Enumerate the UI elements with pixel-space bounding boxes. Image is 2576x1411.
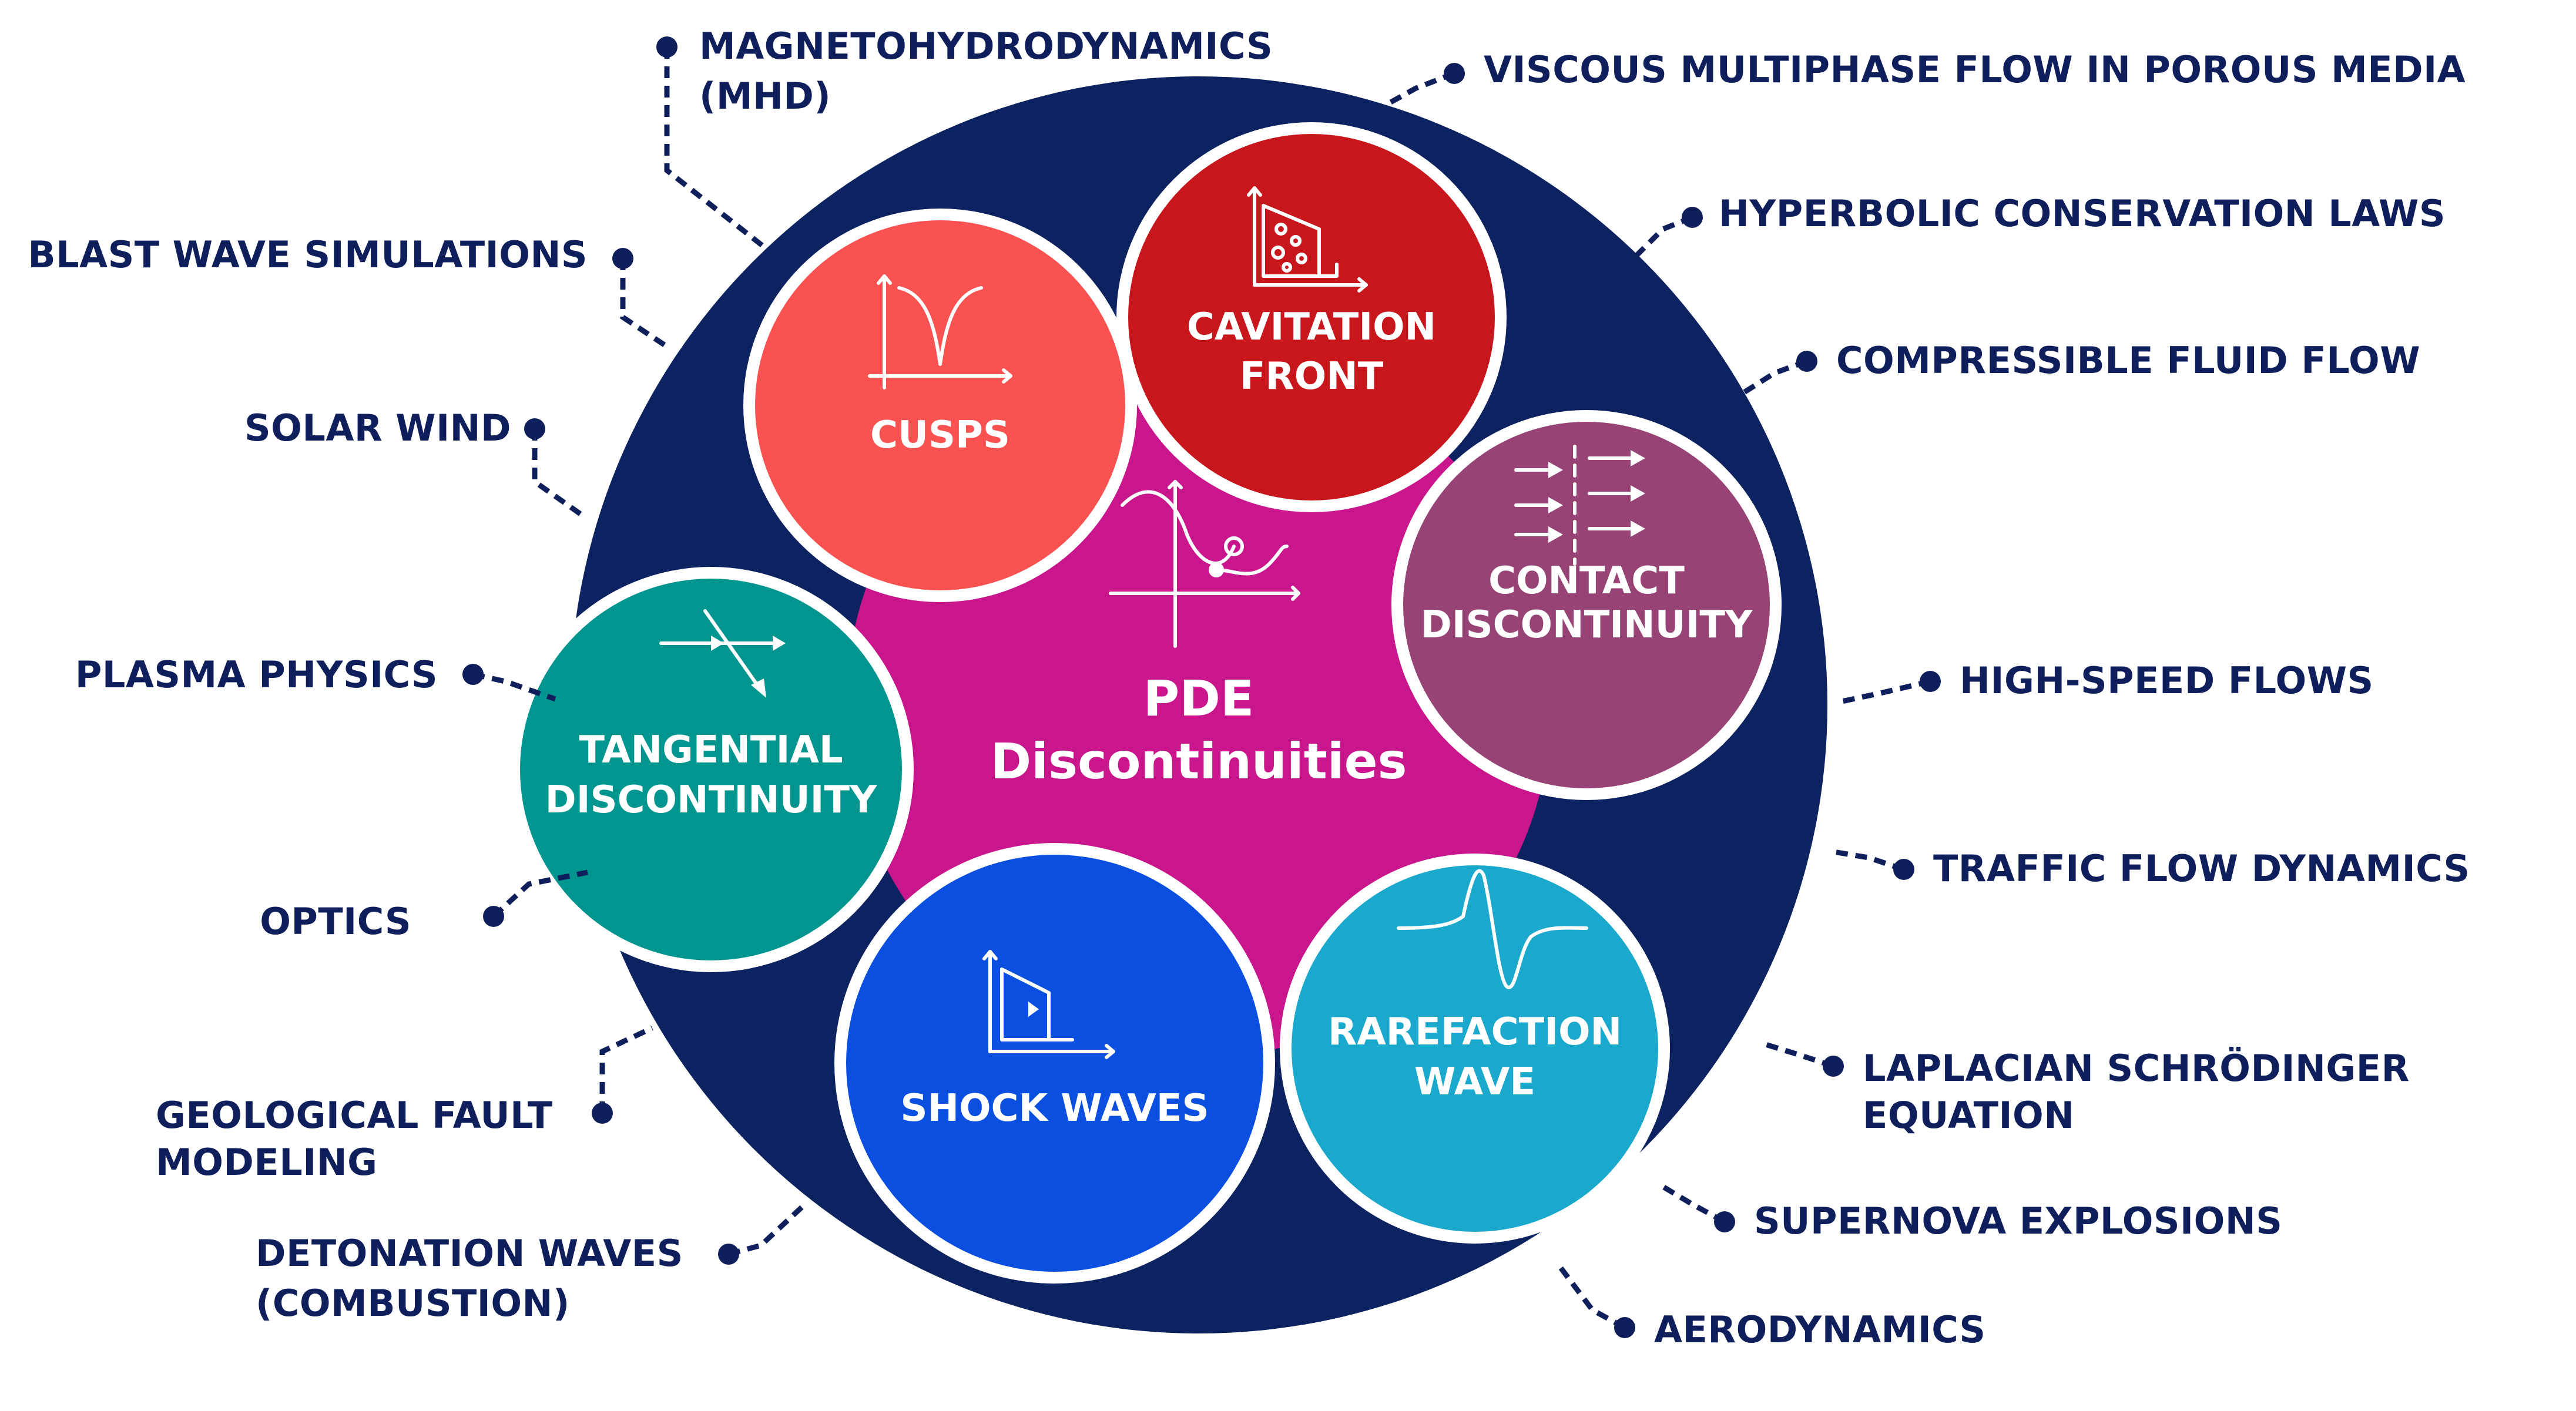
- application-label-line: EQUATION: [1863, 1094, 2075, 1137]
- leader-dot: [1920, 671, 1941, 692]
- leader-dot: [462, 664, 484, 685]
- application-label-line: HYPERBOLIC CONSERVATION LAWS: [1719, 192, 2446, 235]
- topic-label-line: TANGENTIAL: [579, 728, 843, 772]
- center-title-line1: PDE: [1143, 670, 1255, 727]
- application-item: VISCOUS MULTIPHASE FLOW IN POROUS MEDIA: [1388, 48, 2466, 105]
- application-label-line: COMPRESSIBLE FLUID FLOW: [1836, 339, 2420, 382]
- leader-dot: [1444, 63, 1465, 84]
- topic-label-line: CAVITATION: [1187, 305, 1436, 349]
- cusp-graph-icon: [868, 274, 1012, 389]
- application-item: OPTICS: [260, 869, 588, 943]
- leader-dot: [1682, 207, 1703, 228]
- topic-tangential-discontinuity: TANGENTIAL DISCONTINUITY: [508, 567, 914, 972]
- topic-label-line: FRONT: [1240, 355, 1384, 398]
- topic-label-line: WAVE: [1414, 1060, 1535, 1104]
- topic-label-line: DISCONTINUITY: [545, 778, 877, 822]
- topic-circles: CUSPSCAVITATIONFRONTCONTACTDISCONTINUITY…: [508, 122, 1782, 1284]
- wave-pulse-icon: [1397, 869, 1588, 989]
- leader-line: [1555, 1261, 1626, 1330]
- application-label-line: VISCOUS MULTIPHASE FLOW IN POROUS MEDIA: [1484, 48, 2466, 91]
- application-label-line: SOLAR WIND: [244, 406, 511, 449]
- topic-disc: [1292, 865, 1658, 1232]
- curve-graph-icon: [1109, 480, 1300, 648]
- application-item: DETONATION WAVES (COMBUSTION): [256, 1202, 807, 1325]
- application-labels: MAGNETOHYDRODYNAMICS (MHD) BLAST WAVE SIMU…: [28, 25, 2470, 1351]
- topic-label-line: CUSPS: [870, 414, 1010, 457]
- leader-line: [1661, 1184, 1726, 1224]
- leader-line: [1839, 678, 1931, 705]
- leader-line: [1759, 1040, 1834, 1069]
- application-item: MAGNETOHYDRODYNAMICS (MHD): [656, 25, 1273, 249]
- leader-line: [664, 47, 766, 249]
- center-title-line2: Discontinuities: [990, 733, 1407, 790]
- topic-label-line: RAREFACTION: [1328, 1010, 1622, 1054]
- leader-line: [491, 869, 588, 919]
- leader-dot: [1823, 1056, 1844, 1077]
- application-label-line: DETONATION WAVES: [256, 1232, 683, 1275]
- leader-line: [727, 1202, 807, 1257]
- arrows-boundary-icon: [1514, 445, 1645, 566]
- leader-dot: [612, 248, 633, 269]
- application-item: COMPRESSIBLE FLUID FLOW: [1740, 339, 2420, 396]
- topic-rarefaction-wave: RAREFACTION WAVE: [1280, 854, 1670, 1244]
- application-label-line: OPTICS: [260, 900, 411, 943]
- leader-line: [532, 429, 586, 519]
- topic-cavitation-front: CAVITATION FRONT: [1116, 122, 1507, 512]
- leader-line: [1631, 214, 1693, 261]
- application-item: HIGH-SPEED FLOWS: [1839, 659, 2374, 705]
- leader-dot: [718, 1244, 739, 1265]
- application-label-line: PLASMA PHYSICS: [75, 653, 438, 696]
- application-label-line: (MHD): [699, 75, 831, 117]
- application-item: BLAST WAVE SIMULATIONS: [28, 233, 669, 349]
- topic-disc: [846, 855, 1263, 1272]
- shock-graph-icon: [982, 950, 1115, 1059]
- bubbles-graph-icon: [1247, 186, 1368, 293]
- leader-line: [1388, 70, 1455, 105]
- application-label-line: SUPERNOVA EXPLOSIONS: [1754, 1200, 2282, 1242]
- leader-dot: [592, 1103, 613, 1124]
- leader-dot: [483, 906, 504, 927]
- application-label-line: MODELING: [156, 1141, 378, 1184]
- application-item: PLASMA PHYSICS: [75, 653, 556, 702]
- application-label-line: TRAFFIC FLOW DYNAMICS: [1933, 847, 2470, 890]
- topic-label-line: DISCONTINUITY: [1421, 603, 1753, 647]
- application-label-line: AERODYNAMICS: [1654, 1308, 1986, 1351]
- application-label-line: (COMBUSTION): [256, 1282, 570, 1325]
- leader-line: [1740, 358, 1808, 396]
- application-item: SOLAR WIND: [244, 406, 586, 519]
- topic-cusps: CUSPS: [743, 209, 1137, 602]
- application-label-line: HIGH-SPEED FLOWS: [1960, 659, 2374, 702]
- application-label-line: LAPLACIAN SCHRÖDINGER: [1863, 1047, 2410, 1090]
- leader-dot: [1893, 859, 1914, 880]
- leader-dot: [1714, 1211, 1735, 1232]
- topic-disc: [520, 579, 902, 960]
- leader-line: [620, 258, 669, 349]
- tangential-arrow-icon: [659, 609, 786, 698]
- application-label-line: BLAST WAVE SIMULATIONS: [28, 233, 588, 276]
- leader-dot: [656, 36, 677, 58]
- leader-dot: [1614, 1317, 1635, 1338]
- topic-disc: [1403, 422, 1770, 788]
- leader-line: [599, 1025, 653, 1113]
- application-item: SUPERNOVA EXPLOSIONS: [1661, 1184, 2282, 1242]
- application-label-line: GEOLOGICAL FAULT: [156, 1094, 553, 1137]
- leader-line: [1833, 849, 1905, 872]
- topic-shock-waves: SHOCK WAVES: [834, 843, 1275, 1284]
- application-item: TRAFFIC FLOW DYNAMICS: [1833, 847, 2470, 890]
- application-item: HYPERBOLIC CONSERVATION LAWS: [1631, 192, 2446, 261]
- application-item: AERODYNAMICS: [1555, 1261, 1986, 1351]
- topic-label-line: CONTACT: [1488, 559, 1685, 603]
- topic-label-line: SHOCK WAVES: [900, 1087, 1209, 1130]
- leader-dot: [1796, 351, 1817, 372]
- leader-line: [472, 671, 556, 702]
- application-label-line: MAGNETOHYDRODYNAMICS: [699, 25, 1273, 68]
- leader-dot: [524, 418, 545, 439]
- topic-disc: [755, 220, 1125, 590]
- topic-disc: [1128, 134, 1495, 500]
